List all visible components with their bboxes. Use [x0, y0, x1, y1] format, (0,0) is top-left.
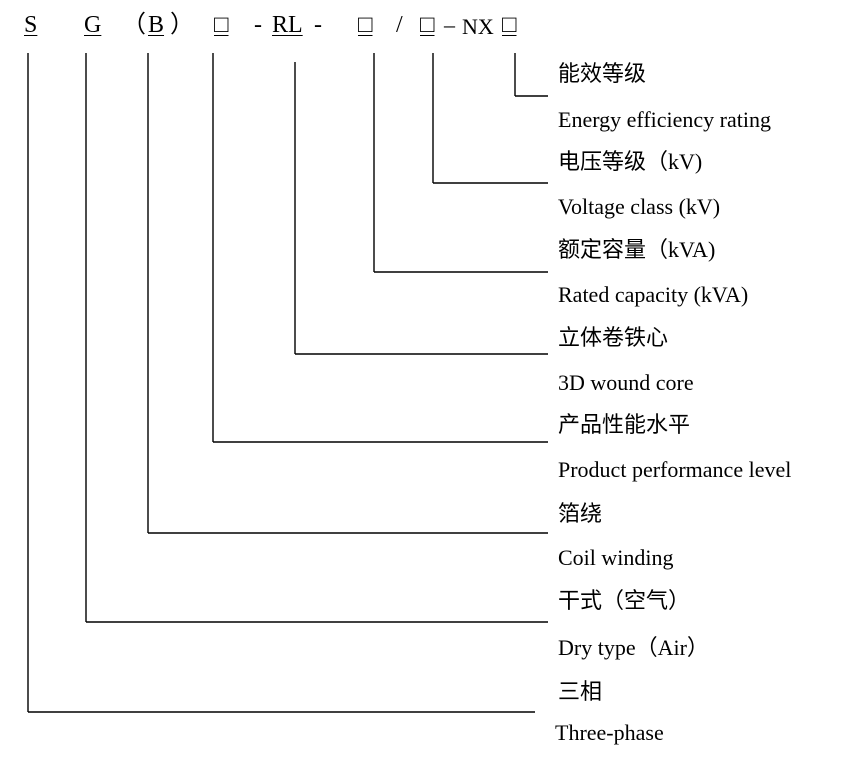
code-slash: /: [396, 12, 403, 38]
code-rl: RL: [272, 12, 303, 38]
label-phase-zh: 三相: [558, 679, 603, 704]
label-winding-zh: 箔绕: [558, 501, 603, 526]
code-nx: NX: [462, 14, 494, 39]
label-phase-en: Three-phase: [555, 720, 664, 745]
label-efficiency-zh: 能效等级: [558, 61, 647, 86]
label-performance-en: Product performance level: [558, 457, 792, 482]
label-efficiency-en: Energy efficiency rating: [558, 107, 771, 132]
label-winding-en: Coil winding: [558, 545, 674, 570]
label-voltage-en: Voltage class (kV): [558, 194, 721, 219]
label-capacity-zh: 额定容量（kVA): [558, 237, 716, 262]
code-s: S: [24, 12, 38, 38]
code-dash-3: –: [444, 12, 455, 37]
code-box-capacity: □: [358, 12, 373, 38]
code-g: G: [84, 12, 102, 38]
label-core-zh: 立体卷铁心: [558, 325, 669, 350]
label-capacity-en: Rated capacity (kVA): [558, 282, 749, 307]
label-core-en: 3D wound core: [558, 370, 694, 395]
code-dash-1: -: [254, 12, 262, 38]
code-close-paren: ）: [170, 12, 194, 38]
code-dash-2: -: [314, 12, 322, 38]
code-box-efficiency: □: [502, 12, 517, 38]
code-open-paren: （: [122, 12, 146, 38]
label-performance-zh: 产品性能水平: [558, 412, 691, 437]
code-box-voltage: □: [420, 12, 435, 38]
label-type-zh: 干式（空气）: [558, 588, 691, 613]
label-type-en: Dry type（Air）: [558, 635, 709, 660]
code-b: B: [148, 12, 165, 38]
label-voltage-zh: 电压等级（kV): [558, 149, 703, 174]
code-box-performance: □: [214, 12, 229, 38]
